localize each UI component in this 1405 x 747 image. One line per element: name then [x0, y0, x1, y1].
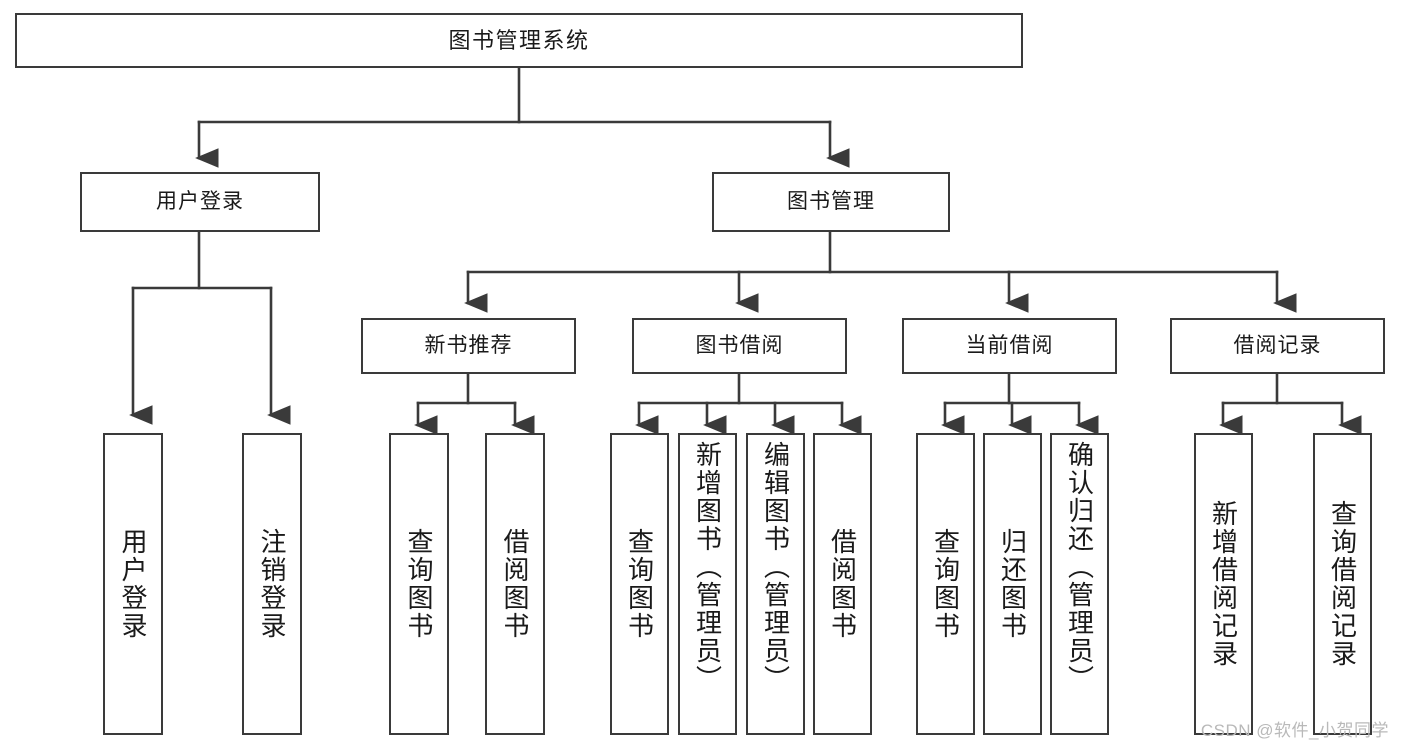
leaf-add-borrow-record[interactable]: 新增借阅记录	[1194, 433, 1253, 735]
node-root-label: 图书管理系统	[448, 27, 590, 53]
leaf-logout-login[interactable]: 注销登录	[242, 433, 302, 735]
leaf-query-book-3[interactable]: 查询图书	[916, 433, 975, 735]
node-user-login[interactable]: 用户登录	[80, 172, 320, 232]
leaf-query-book-2-label: 查询图书	[624, 528, 655, 640]
node-book-manage[interactable]: 图书管理	[712, 172, 950, 232]
leaf-borrow-book-2[interactable]: 借阅图书	[813, 433, 872, 735]
leaf-return-book[interactable]: 归还图书	[983, 433, 1042, 735]
leaf-logout-login-label: 注销登录	[257, 528, 287, 640]
leaf-add-book-admin[interactable]: 新增图书（管理员）	[678, 433, 737, 735]
leaf-user-login-label: 用户登录	[118, 528, 148, 640]
leaf-add-book-admin-label: 新增图书（管理员）	[692, 441, 723, 693]
node-borrow-record-label: 借阅记录	[1233, 333, 1322, 357]
leaf-borrow-book-1-label: 借阅图书	[500, 528, 530, 640]
leaf-edit-book-admin-label: 编辑图书（管理员）	[760, 441, 791, 693]
leaf-query-borrow-record[interactable]: 查询借阅记录	[1313, 433, 1372, 735]
leaf-query-book-1[interactable]: 查询图书	[389, 433, 449, 735]
node-new-book-recommend[interactable]: 新书推荐	[361, 318, 576, 374]
node-current-borrow-label: 当前借阅	[965, 333, 1054, 357]
leaf-edit-book-admin[interactable]: 编辑图书（管理员）	[746, 433, 805, 735]
node-book-borrow[interactable]: 图书借阅	[632, 318, 847, 374]
leaf-borrow-book-2-label: 借阅图书	[827, 528, 858, 640]
leaf-confirm-return-admin-label: 确认归还（管理员）	[1064, 441, 1095, 693]
leaf-query-borrow-record-label: 查询借阅记录	[1327, 500, 1358, 668]
node-new-book-recommend-label: 新书推荐	[424, 333, 513, 357]
leaf-confirm-return-admin[interactable]: 确认归还（管理员）	[1050, 433, 1109, 735]
leaf-add-borrow-record-label: 新增借阅记录	[1208, 500, 1239, 668]
leaf-borrow-book-1[interactable]: 借阅图书	[485, 433, 545, 735]
leaf-user-login[interactable]: 用户登录	[103, 433, 163, 735]
leaf-return-book-label: 归还图书	[997, 528, 1028, 640]
leaf-query-book-1-label: 查询图书	[404, 528, 434, 640]
node-book-borrow-label: 图书借阅	[695, 333, 784, 357]
leaf-query-book-3-label: 查询图书	[930, 528, 961, 640]
node-book-manage-label: 图书管理	[787, 189, 875, 213]
node-root[interactable]: 图书管理系统	[15, 13, 1023, 68]
node-current-borrow[interactable]: 当前借阅	[902, 318, 1117, 374]
node-borrow-record[interactable]: 借阅记录	[1170, 318, 1385, 374]
leaf-query-book-2[interactable]: 查询图书	[610, 433, 669, 735]
node-user-login-label: 用户登录	[156, 189, 244, 213]
